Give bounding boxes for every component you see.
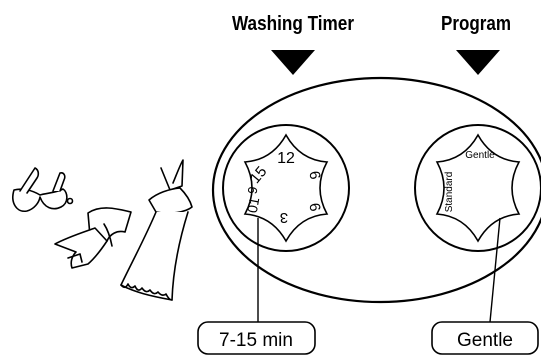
program-mark-gentle: Gentle [465,150,495,161]
timer-mark-12: 12 [277,150,295,167]
program-callout-text: Gentle [457,330,513,351]
timer-callout: 7-15 min [198,322,315,354]
timer-callout-text: 7-15 min [219,330,293,351]
washing-timer-label: Washing Timer [232,13,354,35]
program-mark-standard: Standard [444,172,455,213]
panties-icon [55,208,131,268]
washing-timer-pointer-icon [271,50,315,75]
bra-icon [13,168,73,211]
timer-mark-3: 3 [280,209,288,226]
program-dial[interactable]: Gentle Standard [415,125,541,251]
delicate-laundry-illustration [13,160,192,300]
timer-mark-01: 01 [244,196,262,214]
slip-dress-icon [121,160,192,300]
program-label: Program [441,13,511,35]
program-callout: Gentle [432,322,538,354]
program-pointer-icon [456,50,500,75]
washing-timer-dial[interactable]: 12 6 6 3 01 15 9 [223,125,349,251]
